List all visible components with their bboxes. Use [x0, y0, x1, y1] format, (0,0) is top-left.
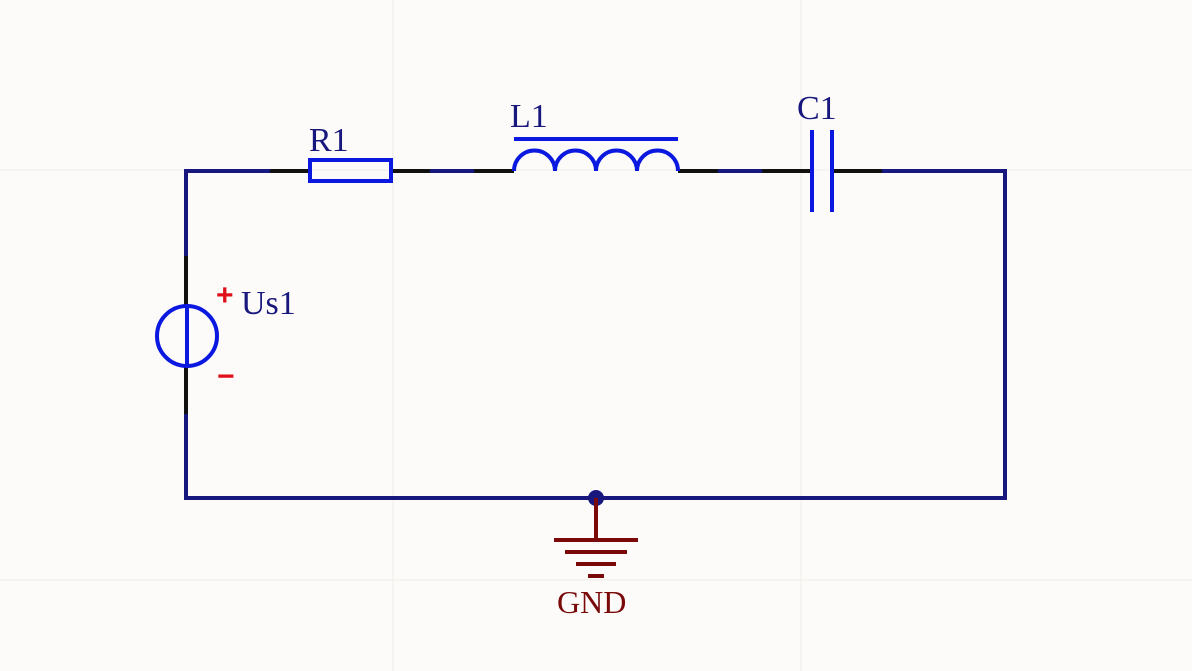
capacitor-c1[interactable]: C1 [762, 90, 882, 212]
l1-coil[interactable] [512, 148, 680, 172]
r1-designator[interactable]: R1 [309, 122, 349, 159]
resistor-r1[interactable]: R1 [270, 122, 430, 183]
r1-body[interactable] [308, 158, 393, 183]
us1-minus-sign: − [217, 360, 235, 393]
wires[interactable] [184, 169, 1007, 506]
inductor-l1[interactable]: L1 [474, 98, 718, 173]
c1-designator[interactable]: C1 [797, 90, 837, 127]
ground-symbol[interactable]: GND [554, 498, 638, 620]
gnd-label[interactable]: GND [557, 584, 626, 620]
voltage-source-us1[interactable]: + − Us1 [155, 256, 296, 414]
l1-designator[interactable]: L1 [510, 98, 548, 135]
us1-designator[interactable]: Us1 [241, 285, 296, 322]
us1-plus-sign: + [216, 279, 234, 312]
